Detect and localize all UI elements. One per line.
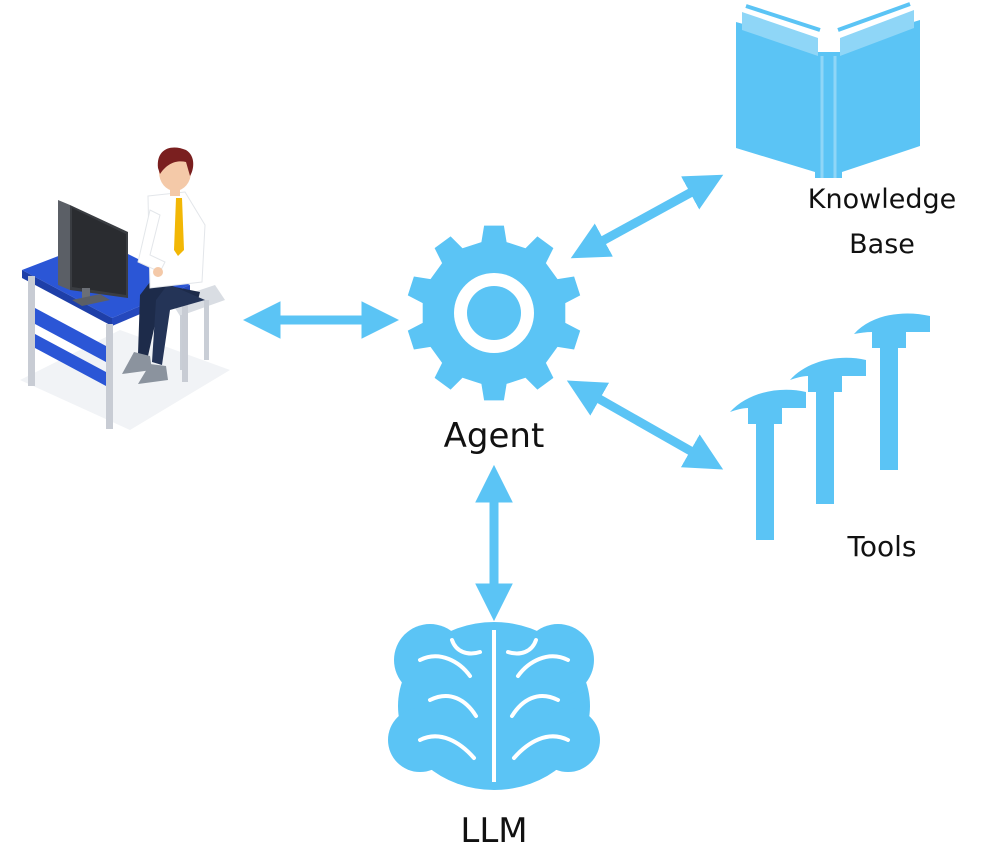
hammer-icon xyxy=(730,313,930,540)
knowledge-base-label-line2: Base xyxy=(849,229,915,260)
tools-node: Tools xyxy=(730,313,930,563)
brain-icon xyxy=(388,622,600,790)
tools-label: Tools xyxy=(847,530,917,563)
arrow-agent-tools xyxy=(566,380,724,470)
agent-node: Agent xyxy=(407,225,581,456)
agent-label: Agent xyxy=(444,416,545,456)
arrows xyxy=(242,174,724,622)
llm-label: LLM xyxy=(460,811,527,851)
book-icon xyxy=(736,2,920,178)
monitor xyxy=(58,200,128,306)
llm-node: LLM xyxy=(388,622,600,851)
knowledge-base-label-line1: Knowledge xyxy=(808,184,956,215)
knowledge-base-node: Knowledge Base xyxy=(736,2,956,260)
user-at-desk-illustration xyxy=(20,147,230,430)
person xyxy=(122,147,206,384)
arrow-agent-knowledge-base xyxy=(570,174,724,259)
